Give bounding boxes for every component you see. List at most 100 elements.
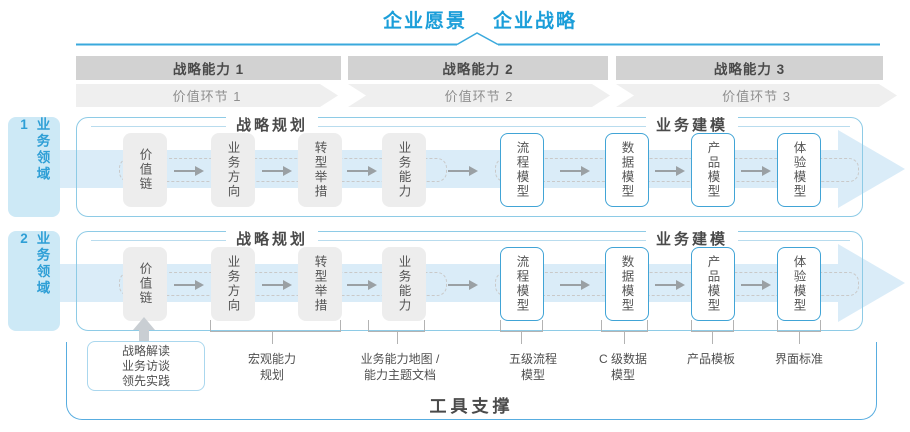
row-1-step-arrow-6	[655, 166, 685, 176]
row-2-section-header-planning: 战略规划	[225, 231, 319, 249]
row-1-box-transformation-initiatives: 转型举措	[298, 133, 342, 207]
row-2-dashed-pipeline-2	[495, 272, 859, 296]
capability-bar-1: 战略能力 1	[76, 56, 341, 80]
arrow-head-icon	[676, 280, 685, 290]
row-1-box-business-direction: 业务方向	[211, 133, 255, 207]
row-1-step-arrow-5	[559, 166, 590, 176]
row-2-step-arrow-4	[448, 280, 478, 290]
callout-line: 宏观能力	[247, 352, 297, 366]
arrow-head-icon	[580, 280, 590, 290]
box-label: 业务能力	[396, 141, 411, 199]
arrow-shaft	[448, 170, 469, 172]
arrow-head-icon	[282, 280, 292, 290]
row-1-container: 战略规划 业务建模价值链 业务方向 转型举措 业务能力 流程模型 数据模型 产品模型 体验模型	[76, 117, 863, 217]
row-2-step-arrow-6	[655, 280, 685, 290]
domain-label-1: 业务领域 1	[8, 117, 60, 217]
row-2-box-business-direction: 业务方向	[211, 247, 255, 321]
arrow-shaft	[655, 170, 676, 172]
callout-line: 五级流程	[508, 352, 558, 366]
callout-line: 产品模板	[686, 352, 736, 366]
arrow-shaft	[559, 284, 581, 286]
inputs-up-arrow-head	[133, 317, 155, 330]
row-1-section-line	[91, 126, 850, 127]
value-chevron-2-shape	[348, 84, 610, 107]
arrow-shaft	[448, 284, 469, 286]
arrow-head-icon	[368, 166, 377, 176]
callout-ui-standard: 界面标准	[775, 351, 823, 367]
row-2-box-business-capability: 业务能力	[382, 247, 426, 321]
value-chevron-1-shape	[76, 84, 338, 107]
box-label: 体验模型	[791, 141, 806, 199]
brace-2	[368, 320, 425, 332]
row-2-step-arrow-1	[174, 280, 204, 290]
box-label: 产品模型	[705, 255, 720, 313]
row-2-container: 战略规划业务建模价值链业务方向转型举措业务能力流程模型数据模型产品模型体验模型	[76, 231, 863, 331]
box-label: 流程模型	[514, 141, 529, 199]
callout-line: 业务访谈	[121, 358, 170, 373]
row-1-dashed-pipeline-2	[495, 158, 859, 182]
row-2-box-process-model: 流程模型	[500, 247, 544, 321]
row-2-box-value-chain: 价值链	[123, 247, 167, 321]
box-label: 业务方向	[225, 255, 240, 313]
row-1-box-product-model: 产品模型	[691, 133, 735, 207]
callout-c-level-data-model: C 级数据模型	[599, 351, 647, 383]
row-1-box-business-capability: 业务能力	[382, 133, 426, 207]
row-1-box-value-chain: 价值链	[123, 133, 167, 207]
callout-l5-process-model: 五级流程模型	[509, 351, 557, 383]
row-1-step-arrow-1	[174, 166, 204, 176]
brace-tick-1	[272, 331, 273, 344]
row-1-step-arrow-4	[448, 166, 478, 176]
row-2-step-arrow-3	[347, 280, 377, 290]
capability-bar-3: 战略能力 3	[616, 56, 883, 80]
row-1-box-data-model: 数据模型	[605, 133, 649, 207]
row-1-section-header-modeling: 业务建模	[645, 117, 739, 135]
box-label: 价值链	[137, 148, 152, 192]
arrow-head-icon	[469, 280, 478, 290]
arrow-head-icon	[282, 166, 292, 176]
row-2-step-arrow-5	[559, 280, 590, 290]
value-link-label-1: 价值环节 1	[172, 89, 242, 104]
arrow-shaft	[655, 284, 676, 286]
row-1-step-arrow-7	[741, 166, 771, 176]
brace-1	[210, 320, 341, 332]
callout-line: 规划	[259, 368, 285, 382]
callout-product-template: 产品模板	[687, 351, 735, 367]
row-1-step-arrow-2	[261, 166, 292, 176]
box-label: 转型举措	[312, 141, 327, 199]
arrow-head-icon	[762, 280, 771, 290]
callout-macro-capability-planning: 宏观能力规划	[248, 351, 296, 383]
box-label: 流程模型	[514, 255, 529, 313]
capability-bar-2: 战略能力 2	[348, 56, 608, 80]
callout-line: 业务能力地图 /	[360, 352, 440, 366]
row-1-flow-arrow-head	[838, 130, 905, 208]
tool-support-label: 工具支撑	[429, 397, 514, 416]
value-link-label-2: 价值环节 2	[444, 89, 514, 104]
row-1-box-experience-model: 体验模型	[777, 133, 821, 207]
row-2-box-data-model: 数据模型	[605, 247, 649, 321]
arrow-head-icon	[195, 166, 204, 176]
value-link-label-3: 价值环节 3	[722, 89, 791, 104]
row-2-flow-arrow-head	[838, 244, 905, 322]
callout-line: 战略解读	[121, 343, 170, 358]
domain-label-2: 业务领域 2	[8, 231, 60, 331]
arrow-shaft	[347, 170, 368, 172]
arrow-head-icon	[580, 166, 590, 176]
callout-line: 模型	[610, 368, 636, 382]
row-2-step-arrow-7	[741, 280, 771, 290]
box-label: 体验模型	[791, 255, 806, 313]
top-caret	[456, 32, 499, 46]
row-2-box-experience-model: 体验模型	[777, 247, 821, 321]
brace-tick-4	[624, 331, 625, 344]
row-2-dashed-pipeline-1	[119, 272, 447, 296]
brace-tick-3	[521, 331, 522, 344]
row-1-section-header-planning: 战略规划	[225, 117, 319, 135]
arrow-shaft	[174, 170, 195, 172]
arrow-head-icon	[676, 166, 685, 176]
callout-line: 能力主题文档	[363, 368, 437, 382]
top-titles: 企业愿景 企业战略	[50, 6, 910, 33]
arrow-head-icon	[762, 166, 771, 176]
box-label: 数据模型	[619, 141, 634, 199]
arrow-shaft	[261, 284, 283, 286]
arrow-shaft	[741, 284, 762, 286]
arrow-shaft	[261, 170, 283, 172]
